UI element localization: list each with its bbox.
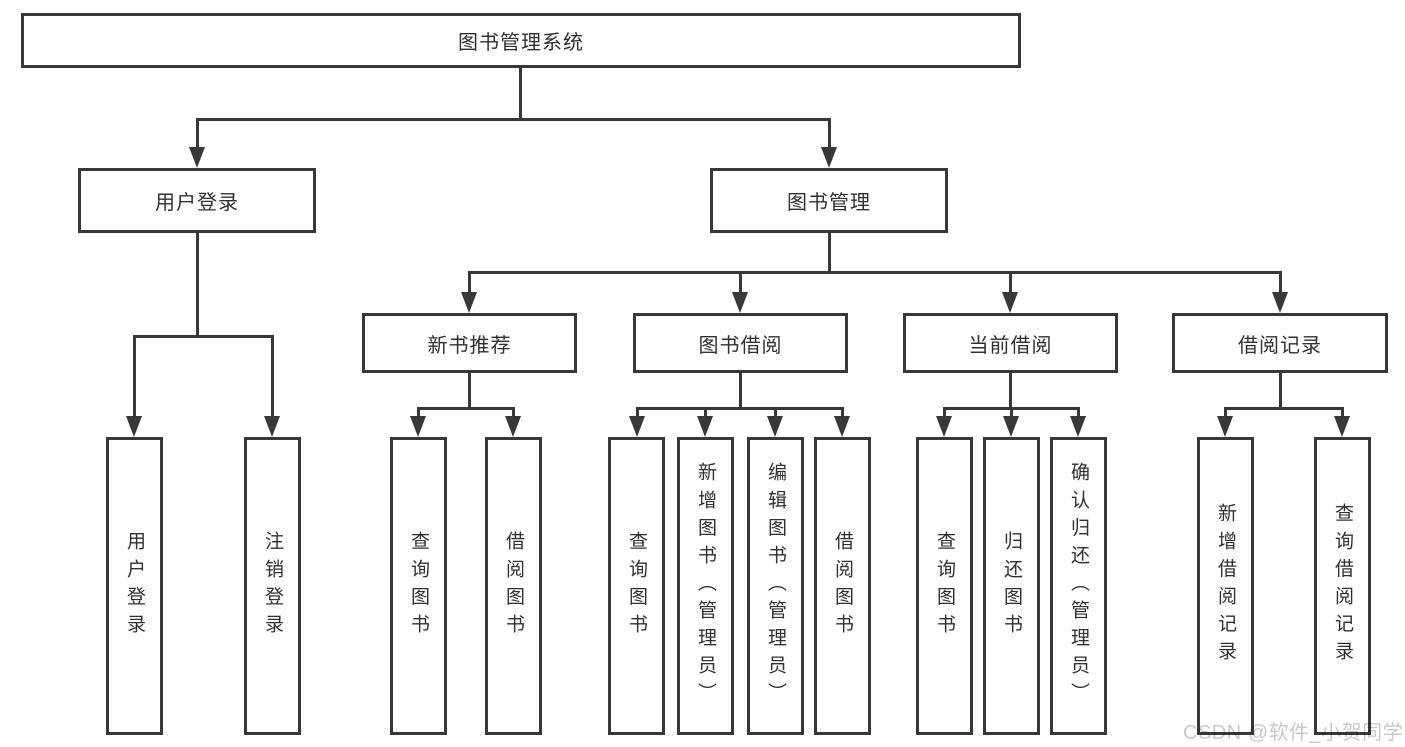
connector-drop-leaf xyxy=(1010,407,1013,417)
leaf-query-books-recommend: 查询图书 xyxy=(390,437,447,735)
leaf-label: 新增图书（管理员） xyxy=(695,462,716,710)
leaf-label: 借阅图书 xyxy=(503,530,524,642)
arrow-down-icon xyxy=(410,416,426,437)
arrow-down-icon xyxy=(1272,292,1288,313)
leaf-add-books-admin: 新增图书（管理员） xyxy=(677,437,734,735)
arrow-down-icon xyxy=(767,416,783,437)
leaf-label: 查询图书 xyxy=(934,530,955,642)
arrow-down-icon xyxy=(1002,292,1018,313)
connector-root-stem xyxy=(519,68,522,118)
arrow-down-icon xyxy=(126,416,142,437)
leaf-borrow-books: 借阅图书 xyxy=(814,437,871,735)
leaf-add-borrow-record: 新增借阅记录 xyxy=(1197,437,1254,735)
node-new-book-recommend-label: 新书推荐 xyxy=(427,334,512,357)
connector-book-stem xyxy=(828,233,831,271)
connector-drop-l3 xyxy=(1009,271,1012,293)
leaf-logout: 注销登录 xyxy=(244,437,301,735)
csdn-watermark: CSDN @软件_小贺同学 xyxy=(1183,722,1404,744)
arrow-down-icon xyxy=(1334,416,1350,437)
connector-rail xyxy=(1224,407,1343,410)
node-new-book-recommend: 新书推荐 xyxy=(362,313,577,373)
connector-stem xyxy=(739,373,742,407)
node-book-management-label: 图书管理 xyxy=(787,192,871,214)
leaf-return-books: 归还图书 xyxy=(983,437,1040,735)
node-current-borrowing-label: 当前借阅 xyxy=(968,334,1053,357)
arrow-down-icon xyxy=(461,292,477,313)
connector-root-rail xyxy=(196,118,831,121)
leaf-label: 借阅图书 xyxy=(832,530,853,642)
arrow-down-icon xyxy=(697,416,713,437)
arrow-down-icon xyxy=(936,416,952,437)
arrow-down-icon xyxy=(834,416,850,437)
leaf-logout-label: 注销登录 xyxy=(262,530,283,642)
arrow-down-icon xyxy=(732,292,748,313)
connector-rail xyxy=(417,407,515,410)
node-user-login: 用户登录 xyxy=(78,168,316,233)
connector-drop-leaf xyxy=(1077,407,1080,417)
arrow-down-icon xyxy=(1217,416,1233,437)
connector-drop-leaf xyxy=(704,407,707,417)
connector-rail xyxy=(636,407,844,410)
arrow-down-icon xyxy=(1070,416,1086,437)
connector-user-rail xyxy=(133,335,274,338)
leaf-label: 查询图书 xyxy=(626,530,647,642)
leaf-label: 新增借阅记录 xyxy=(1215,503,1236,669)
connector-drop-l3 xyxy=(739,271,742,293)
leaf-label: 编辑图书（管理员） xyxy=(765,462,786,710)
connector-drop-leaf xyxy=(417,407,420,417)
connector-drop-leaf xyxy=(133,335,136,417)
node-book-management: 图书管理 xyxy=(710,168,948,233)
arrow-down-icon xyxy=(821,147,837,168)
node-borrowing-records: 借阅记录 xyxy=(1172,313,1388,373)
leaf-query-borrow-record: 查询借阅记录 xyxy=(1314,437,1371,735)
node-library-system: 图书管理系统 xyxy=(21,13,1021,68)
connector-drop-book-mgmt xyxy=(828,118,831,150)
connector-drop-leaf xyxy=(636,407,639,417)
connector-stem xyxy=(1279,373,1282,407)
connector-drop-leaf xyxy=(774,407,777,417)
arrow-down-icon xyxy=(189,147,205,168)
connector-user-stem xyxy=(196,233,199,335)
node-borrowing-records-label: 借阅记录 xyxy=(1238,334,1322,357)
node-book-borrowing: 图书借阅 xyxy=(633,313,848,373)
leaf-label: 归还图书 xyxy=(1001,530,1022,642)
arrow-down-icon xyxy=(264,416,280,437)
node-current-borrowing: 当前借阅 xyxy=(903,313,1118,373)
arrow-down-icon xyxy=(1003,416,1019,437)
leaf-edit-books-admin: 编辑图书（管理员） xyxy=(747,437,804,735)
node-library-system-label: 图书管理系统 xyxy=(458,32,584,54)
connector-stem xyxy=(468,373,471,407)
leaf-label: 查询图书 xyxy=(408,530,429,642)
node-user-login-label: 用户登录 xyxy=(155,192,239,214)
connector-stem xyxy=(1009,373,1012,407)
leaf-label: 确认归还（管理员） xyxy=(1068,462,1089,710)
connector-book-rail xyxy=(468,271,1282,274)
leaf-confirm-return-admin: 确认归还（管理员） xyxy=(1050,437,1107,735)
leaf-query-books-borrowing: 查询图书 xyxy=(608,437,665,735)
connector-drop-user-login xyxy=(196,118,199,150)
connector-drop-leaf xyxy=(271,335,274,417)
connector-drop-l3 xyxy=(468,271,471,293)
leaf-user-login-label: 用户登录 xyxy=(124,530,145,642)
leaf-label: 查询借阅记录 xyxy=(1332,503,1353,669)
connector-drop-leaf xyxy=(841,407,844,417)
leaf-user-login: 用户登录 xyxy=(106,437,163,735)
leaf-query-books-current: 查询图书 xyxy=(916,437,973,735)
connector-drop-l3 xyxy=(1279,271,1282,293)
node-book-borrowing-label: 图书借阅 xyxy=(698,334,783,357)
connector-drop-leaf xyxy=(1341,407,1344,417)
arrow-down-icon xyxy=(505,416,521,437)
connector-drop-leaf xyxy=(943,407,946,417)
connector-drop-leaf xyxy=(1224,407,1227,417)
leaf-borrow-books-recommend: 借阅图书 xyxy=(485,437,542,735)
connector-drop-leaf xyxy=(512,407,515,417)
arrow-down-icon xyxy=(629,416,645,437)
